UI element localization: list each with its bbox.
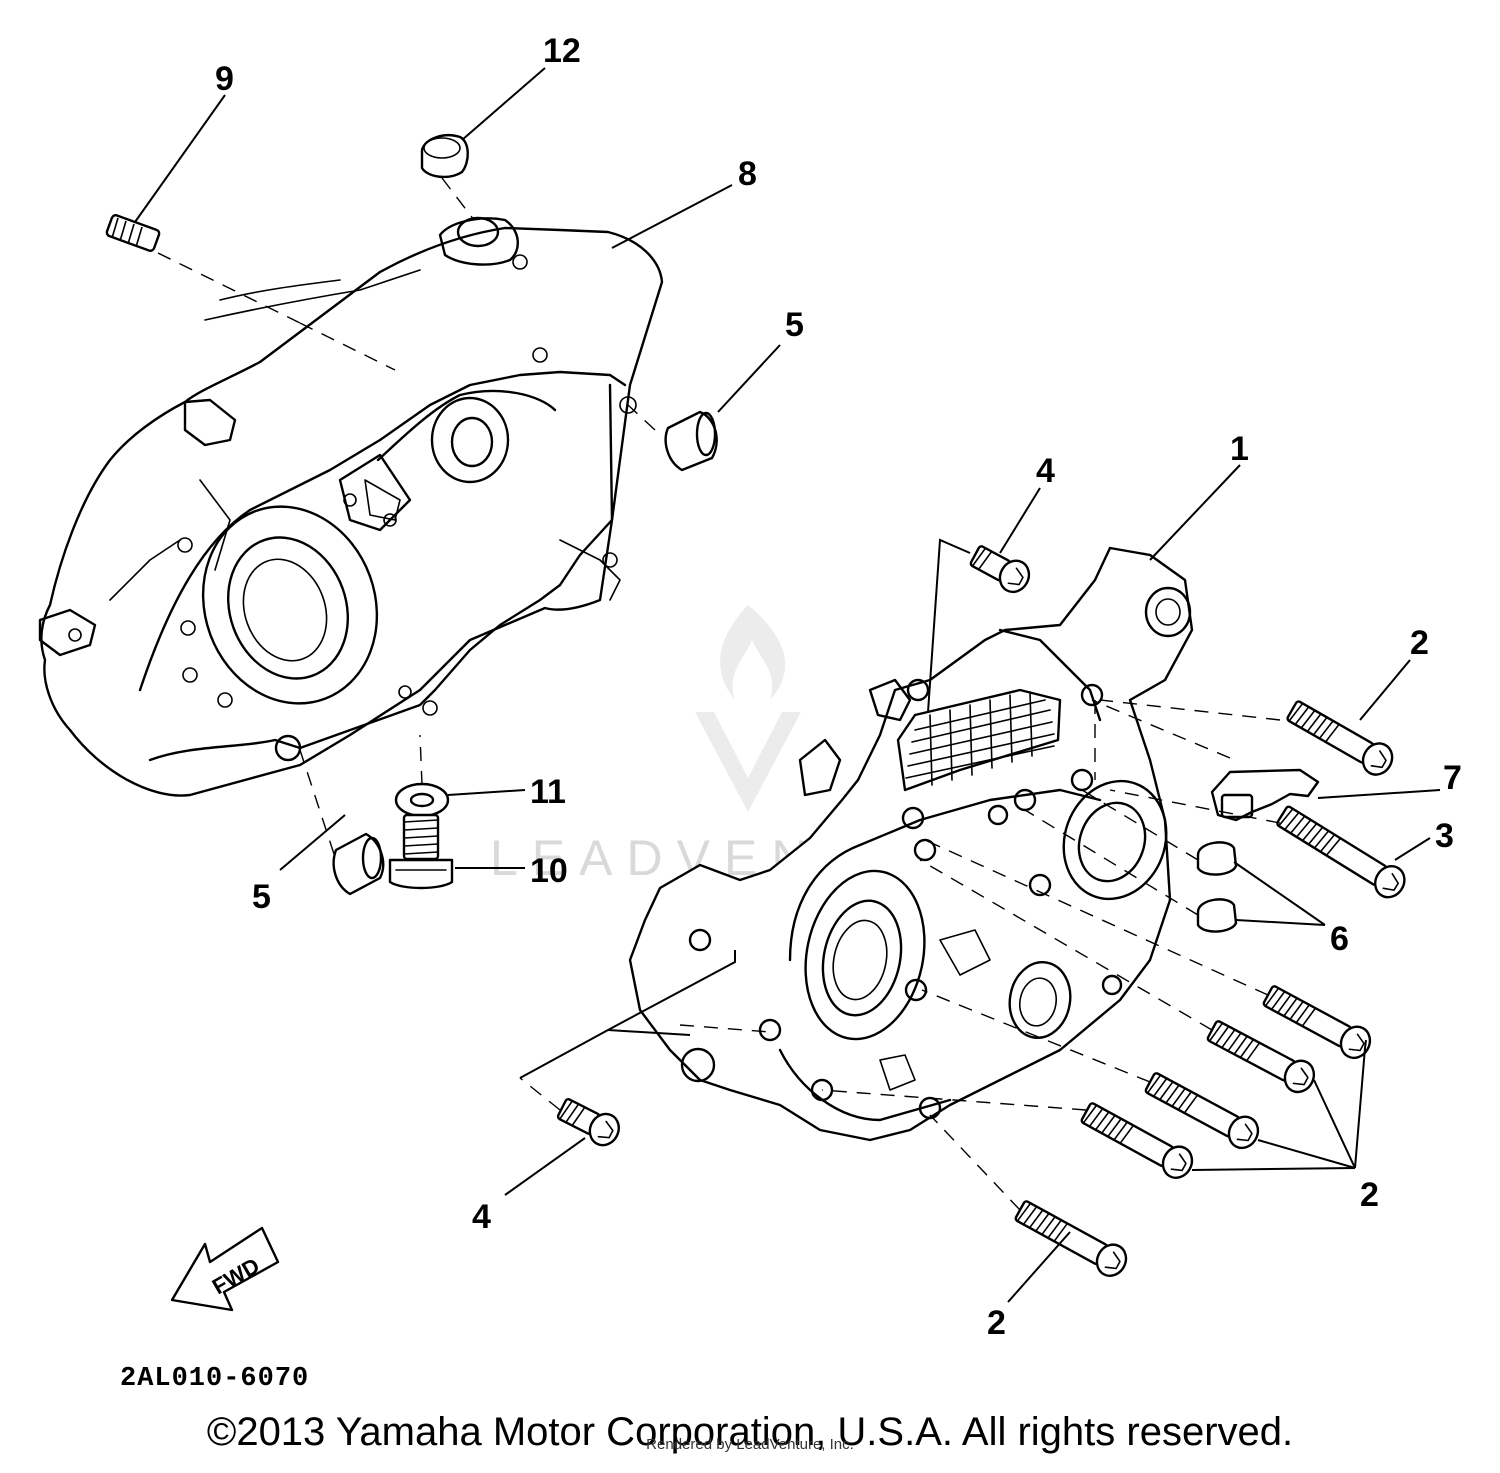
callout-10: 10 <box>530 852 568 890</box>
callout-8: 8 <box>738 155 757 193</box>
callout-12: 12 <box>543 32 581 70</box>
callout-1: 1 <box>1230 430 1249 468</box>
callout-4-bottom: 4 <box>472 1198 491 1236</box>
callout-6: 6 <box>1330 920 1349 958</box>
callout-4-top: 4 <box>1036 452 1055 490</box>
callout-5-upper: 5 <box>785 306 804 344</box>
fwd-arrow-icon: FWD <box>170 1226 280 1312</box>
bolt-part-4-lower <box>556 1098 620 1147</box>
callout-2-right: 2 <box>1360 1176 1379 1214</box>
bolt-part-3 <box>1276 805 1406 899</box>
bolt-group <box>556 545 1406 1277</box>
leader-lines <box>134 67 1441 1303</box>
plug-part-12 <box>420 134 469 179</box>
dowel-part-5-lower <box>332 832 385 896</box>
right-crankcase <box>628 546 1194 1142</box>
copyright-notice: ©2013 Yamaha Motor Corporation, U.S.A. A… <box>206 1410 1294 1454</box>
callout-7: 7 <box>1443 759 1462 797</box>
drain-bolt-part-10 <box>388 813 454 890</box>
diagram-code: 2AL010-6070 <box>120 1364 309 1394</box>
left-crankcase <box>38 216 664 797</box>
bolt-part-2-upper <box>1286 700 1394 776</box>
assembly-lines <box>157 177 1281 1211</box>
callout-2-upper: 2 <box>1410 624 1429 662</box>
bolt-part-4-upper <box>969 545 1031 594</box>
dowel-part-5-upper <box>664 410 718 472</box>
bolt-part-2-b <box>1206 1020 1316 1094</box>
dowel-part-6-lower <box>1196 898 1238 933</box>
washer-part-11 <box>394 782 450 818</box>
callout-11: 11 <box>530 773 566 811</box>
callout-3: 3 <box>1435 817 1454 855</box>
bolt-part-2-bottom <box>1014 1200 1128 1277</box>
bolt-part-2-d <box>1080 1102 1194 1179</box>
callout-9: 9 <box>215 60 234 98</box>
callout-2-bottom: 2 <box>987 1304 1006 1342</box>
clamp-part-7 <box>1210 768 1320 822</box>
bolt-part-2-a <box>1262 985 1372 1060</box>
rendered-by-credit: Rendered by LeadVenture, Inc. <box>646 1436 854 1453</box>
watermark-logo <box>695 605 801 812</box>
dowel-part-6-upper <box>1196 841 1238 876</box>
screw-part-9 <box>105 214 161 252</box>
bracket-lines <box>519 538 971 1079</box>
callout-5-lower: 5 <box>252 878 271 916</box>
